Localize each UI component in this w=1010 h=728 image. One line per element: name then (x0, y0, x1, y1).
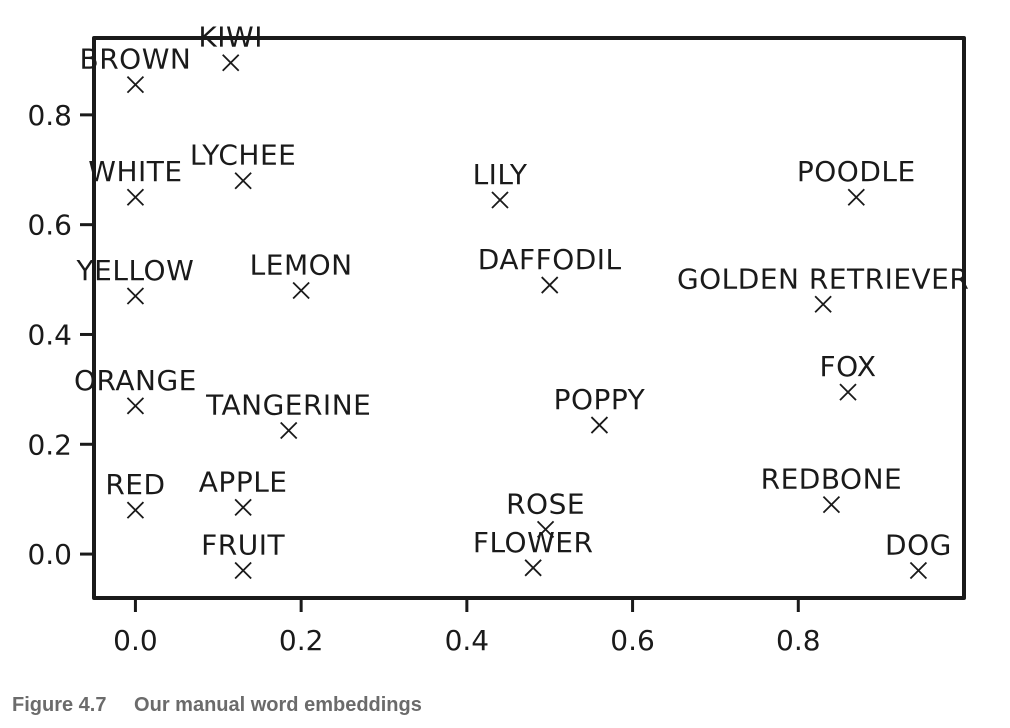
point-label: GOLDEN RETRIEVER (677, 262, 969, 295)
y-tick-label: 0.2 (27, 428, 72, 461)
x-marker (814, 295, 832, 313)
data-point: FRUIT (201, 529, 285, 580)
point-label: FRUIT (201, 529, 285, 562)
data-point: DOG (885, 529, 952, 580)
data-point: TANGERINE (205, 389, 371, 440)
point-label: WHITE (88, 155, 182, 188)
data-point: FLOWER (473, 526, 594, 577)
x-marker (536, 520, 555, 539)
x-marker (491, 191, 509, 209)
point-label: LILY (473, 158, 528, 191)
point-label: ORANGE (74, 364, 197, 397)
data-point: LEMON (250, 249, 353, 300)
x-marker (847, 188, 865, 206)
data-point: LILY (473, 158, 528, 209)
data-point: DAFFODIL (478, 243, 622, 294)
point-label: ROSE (506, 487, 585, 520)
data-point: YELLOW (76, 254, 195, 305)
data-point: LYCHEE (190, 139, 296, 190)
data-point: APPLE (199, 465, 288, 517)
data-point: ORANGE (74, 364, 197, 415)
x-tick-label: 0.6 (610, 624, 655, 657)
data-point: WHITE (88, 155, 182, 206)
data-point: FOX (819, 350, 876, 401)
point-label: DAFFODIL (478, 243, 622, 276)
data-point: GOLDEN RETRIEVER (677, 262, 969, 313)
x-marker (909, 561, 928, 580)
x-marker (292, 281, 310, 300)
x-marker (524, 559, 542, 577)
x-axis-ticks: 0.0 0.2 0.4 0.6 0.8 (113, 598, 821, 657)
x-marker (126, 188, 145, 206)
scatter-chart: 0.0 0.2 0.4 0.6 0.8 0.0 0.2 0.4 0.6 0.8 KIWIBROW… (27, 21, 969, 657)
x-marker (839, 383, 857, 401)
data-point: REDBONE (761, 463, 903, 514)
point-label: POODLE (797, 155, 916, 188)
point-label: POPPY (554, 383, 646, 416)
data-point: ROSE (506, 487, 585, 539)
x-marker (126, 397, 145, 415)
x-marker (280, 421, 298, 440)
x-marker (590, 416, 609, 434)
x-marker (234, 561, 252, 580)
point-label: BROWN (80, 43, 192, 76)
point-label: LYCHEE (190, 139, 296, 172)
point-label: LEMON (250, 249, 353, 282)
x-tick-label: 0.0 (113, 624, 158, 657)
point-label: KIWI (198, 21, 263, 54)
x-tick-label: 0.4 (445, 624, 490, 657)
point-label: APPLE (199, 465, 288, 498)
x-tick-label: 0.8 (776, 624, 821, 657)
plot-frame (92, 36, 966, 600)
data-point: KIWI (198, 21, 263, 72)
x-marker (234, 498, 252, 517)
x-marker (222, 54, 240, 72)
y-tick-label: 0.8 (27, 99, 72, 132)
data-point: POODLE (797, 155, 916, 206)
figure-caption: Figure 4.7 Our manual word embeddings (12, 694, 422, 717)
data-point: BROWN (80, 43, 192, 94)
x-tick-label: 0.2 (279, 624, 324, 657)
y-tick-label: 0.4 (27, 318, 72, 351)
data-point: RED (105, 468, 165, 519)
x-marker (126, 287, 145, 305)
x-marker (822, 496, 841, 514)
point-label: FLOWER (473, 526, 594, 559)
x-marker (126, 76, 145, 94)
figure-number: Figure 4.7 (12, 694, 107, 716)
figure-caption-text: Our manual word embeddings (134, 694, 422, 716)
y-tick-label: 0.6 (27, 209, 72, 242)
point-label: YELLOW (76, 254, 195, 287)
x-marker (126, 501, 145, 519)
y-tick-label: 0.0 (27, 538, 72, 571)
x-marker (234, 172, 252, 190)
data-point: POPPY (554, 383, 646, 434)
point-label: RED (105, 468, 165, 501)
x-marker (541, 276, 559, 294)
point-label: FOX (819, 350, 876, 383)
point-label: REDBONE (761, 463, 903, 496)
point-label: TANGERINE (205, 389, 371, 422)
y-axis-ticks: 0.0 0.2 0.4 0.6 0.8 (27, 99, 94, 571)
point-label: DOG (885, 529, 952, 562)
